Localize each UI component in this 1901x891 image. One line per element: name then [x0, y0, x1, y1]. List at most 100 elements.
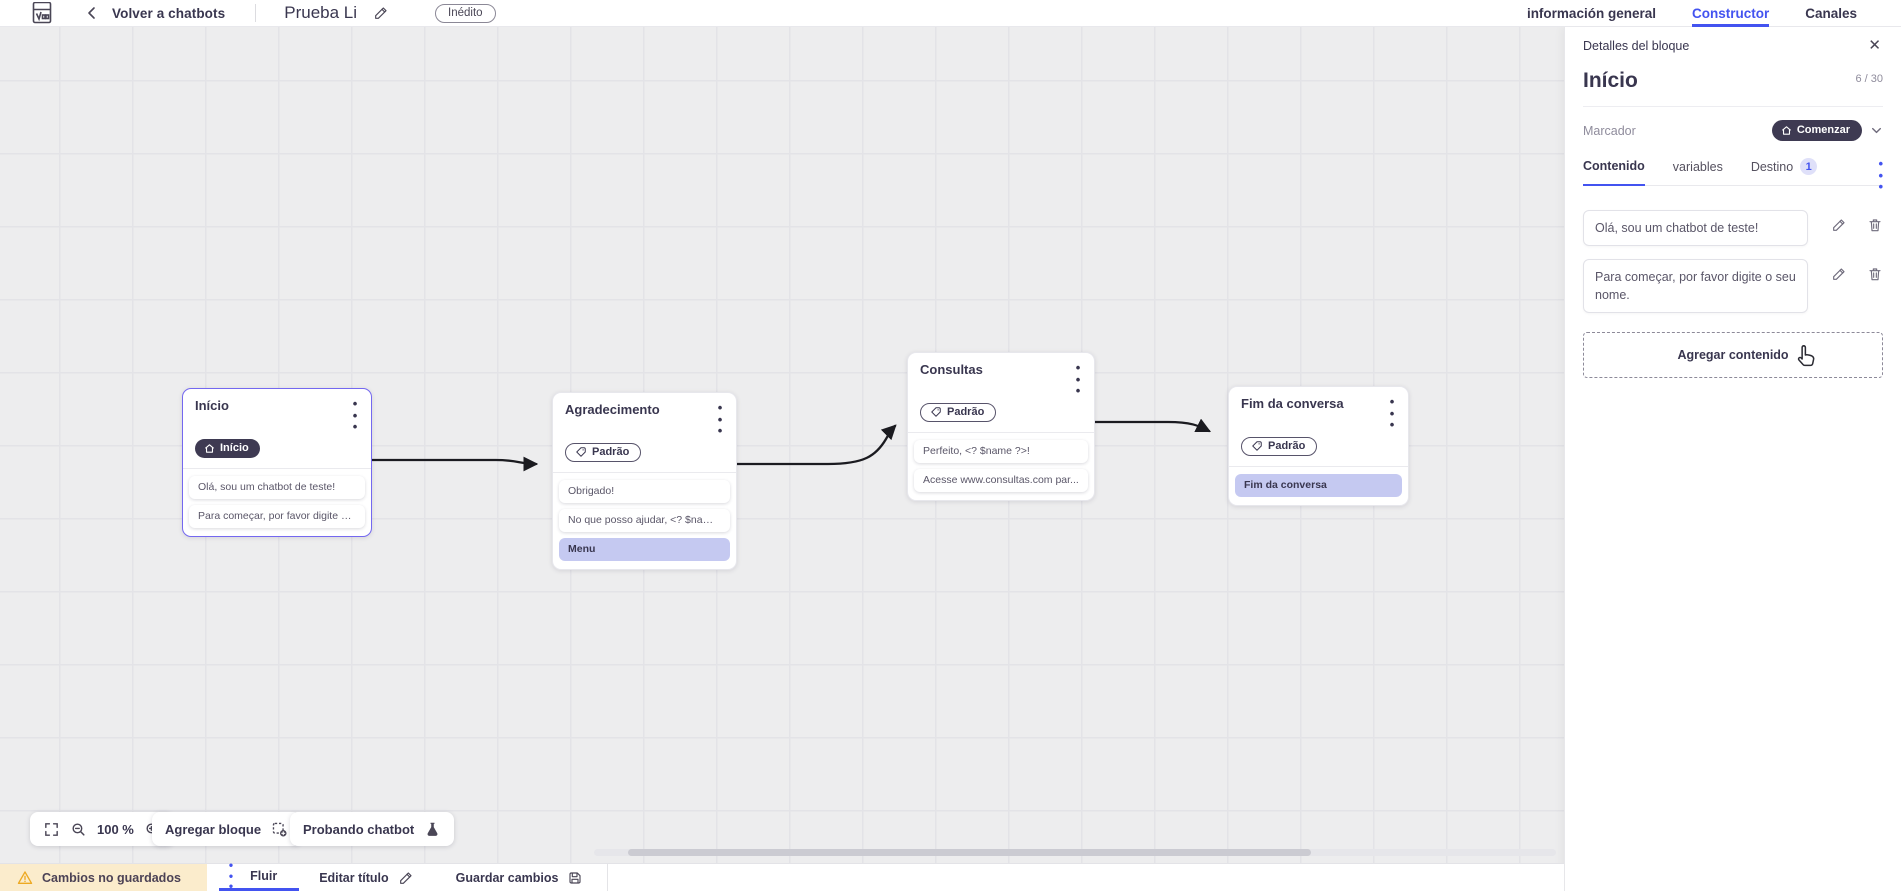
marker-label: Marcador: [1583, 123, 1636, 138]
panel-header: Detalles del bloque ✕: [1565, 27, 1901, 53]
block-content-row[interactable]: Acesse www.consultas.com par...: [914, 469, 1088, 493]
tab-constructor[interactable]: Constructor: [1691, 0, 1770, 27]
block-title: Início: [195, 398, 229, 413]
tab-destino[interactable]: Destino 1: [1751, 158, 1818, 185]
flow-block-inicio[interactable]: Início • • • Início Olá, sou um chatbot …: [182, 388, 372, 537]
tag-icon: [576, 447, 586, 457]
close-icon[interactable]: ✕: [1868, 37, 1881, 54]
content-text-box[interactable]: Olá, sou um chatbot de teste!: [1583, 210, 1808, 247]
badge-label: Padrão: [592, 446, 630, 459]
block-badge-default: Padrão: [1241, 437, 1318, 457]
delete-content-trash-icon[interactable]: [1867, 266, 1883, 282]
panel-separator: [1583, 106, 1883, 107]
block-menu-dots-icon[interactable]: • • •: [1389, 394, 1395, 433]
zoom-out-icon[interactable]: [70, 821, 87, 838]
block-badge-default: Padrão: [565, 443, 642, 463]
marker-value-label: Comenzar: [1796, 124, 1850, 136]
block-rows: Fim da conversa: [1229, 467, 1408, 505]
delete-content-trash-icon[interactable]: [1867, 217, 1883, 233]
block-content-row[interactable]: No que posso ajudar, <? $name ...: [559, 509, 730, 533]
save-changes-button[interactable]: Guardar cambios: [456, 864, 584, 891]
horizontal-scrollbar-thumb[interactable]: [628, 849, 1311, 856]
flow-block-consultas[interactable]: Consultas • • • Padrão Perfeito, <? $nam…: [907, 352, 1095, 502]
header-divider: [255, 4, 257, 22]
tab-informacion-general[interactable]: información general: [1526, 5, 1656, 21]
tab-canales[interactable]: Canales: [1805, 5, 1857, 21]
block-details-panel: Detalles del bloque ✕ Início 6 / 30 Marc…: [1564, 27, 1901, 891]
block-content-row[interactable]: Perfeito, <? $name ?>!: [914, 440, 1088, 464]
block-separator: [908, 432, 1094, 434]
block-rows: Olá, sou um chatbot de teste! Para começ…: [183, 469, 371, 536]
app-logo-icon: [32, 2, 52, 24]
wire-agradecimento-consultas: [735, 424, 897, 466]
chevron-down-icon[interactable]: [1870, 124, 1883, 137]
block-rows: Obrigado! No que posso ajudar, <? $name …: [553, 473, 736, 569]
flow-tab[interactable]: Fluir: [250, 869, 278, 883]
save-changes-label: Guardar cambios: [455, 870, 559, 885]
top-header: Volver a chatbots Prueba Li Inédito info…: [0, 0, 1901, 27]
home-icon: [205, 443, 214, 453]
tab-variables[interactable]: variables: [1672, 159, 1723, 174]
tag-icon: [1252, 441, 1262, 451]
add-block-label: Agregar bloque: [165, 821, 262, 837]
block-content-row[interactable]: Para começar, por favor digite o ...: [189, 504, 365, 528]
panel-menu-dots-icon[interactable]: • • •: [1878, 156, 1883, 195]
content-text-box[interactable]: Para começar, por favor digite o seu nom…: [1583, 259, 1808, 314]
block-header: Fim da conversa • • •: [1229, 387, 1408, 431]
block-title: Consultas: [920, 362, 983, 377]
badge-label: Início: [220, 442, 249, 455]
edit-content-pencil-icon[interactable]: [1831, 266, 1847, 282]
block-separator: [1229, 466, 1408, 468]
block-name-heading: Início: [1583, 69, 1638, 92]
edit-content-pencil-icon[interactable]: [1831, 217, 1847, 233]
add-content-button[interactable]: Agregar contenido: [1583, 332, 1883, 379]
zoom-level: 100 %: [97, 821, 134, 837]
block-title: Fim da conversa: [1241, 396, 1344, 411]
content-item: Para começar, por favor digite o seu nom…: [1583, 259, 1883, 314]
block-menu-dots-icon[interactable]: • • •: [717, 400, 723, 439]
block-menu-row[interactable]: Menu: [559, 538, 730, 562]
test-chatbot-button[interactable]: Probando chatbot: [290, 812, 455, 846]
edit-title-button[interactable]: Editar título: [319, 864, 413, 891]
pencil-icon: [399, 871, 412, 884]
badge-label: Padrão: [947, 406, 985, 419]
add-block-icon: [272, 822, 287, 837]
flow-block-agradecimento[interactable]: Agradecimento • • • Padrão Obrigado! No …: [552, 392, 737, 571]
content-list: Olá, sou um chatbot de teste! Para começ…: [1583, 210, 1883, 314]
block-content-row[interactable]: Obrigado!: [559, 480, 730, 504]
edit-title-label: Editar título: [319, 870, 389, 885]
fit-screen-icon[interactable]: [43, 821, 60, 838]
edit-title-pencil-icon[interactable]: [373, 5, 389, 21]
warning-triangle-icon: [17, 870, 33, 884]
flow-canvas[interactable]: Início • • • Início Olá, sou um chatbot …: [0, 27, 1564, 863]
flow-tab-group: • • • Fluir: [218, 859, 300, 891]
panel-tabs: Contenido variables Destino 1 • • •: [1583, 157, 1883, 193]
wire-inicio-agradecimento: [370, 456, 539, 472]
tag-icon: [931, 407, 941, 417]
block-title: Agradecimento: [565, 402, 660, 417]
block-counter: 6 / 30: [1855, 73, 1883, 85]
block-separator: [553, 472, 736, 474]
unsaved-changes-label: Cambios no guardados: [42, 870, 181, 885]
back-to-chatbots-link[interactable]: Volver a chatbots: [112, 5, 226, 21]
marker-value-button[interactable]: Comenzar: [1771, 120, 1862, 141]
block-content-row[interactable]: Olá, sou um chatbot de teste!: [189, 475, 365, 499]
block-menu-dots-icon[interactable]: • • •: [352, 396, 358, 435]
flow-block-fim-da-conversa[interactable]: Fim da conversa • • • Padrão Fim da conv…: [1228, 386, 1409, 507]
badge-label: Padrão: [1268, 440, 1306, 453]
back-chevron-icon[interactable]: [84, 5, 100, 21]
test-chatbot-label: Probando chatbot: [303, 821, 415, 837]
statusbar-divider: [607, 864, 609, 891]
add-block-button[interactable]: Agregar bloque: [152, 812, 302, 846]
status-badge: Inédito: [435, 3, 496, 23]
tab-contenido[interactable]: Contenido: [1583, 158, 1645, 186]
block-end-row[interactable]: Fim da conversa: [1235, 474, 1402, 498]
block-header: Consultas • • •: [908, 353, 1094, 397]
block-menu-dots-icon[interactable]: • • •: [1075, 360, 1081, 399]
unsaved-changes-chip: Cambios no guardados: [0, 864, 207, 891]
bottom-status-bar: Cambios no guardados • • • Fluir Editar …: [0, 859, 1564, 891]
zoom-toolbar: 100 %: [30, 812, 174, 846]
flow-menu-dots-icon[interactable]: • • •: [228, 857, 234, 891]
block-separator: [183, 467, 371, 469]
